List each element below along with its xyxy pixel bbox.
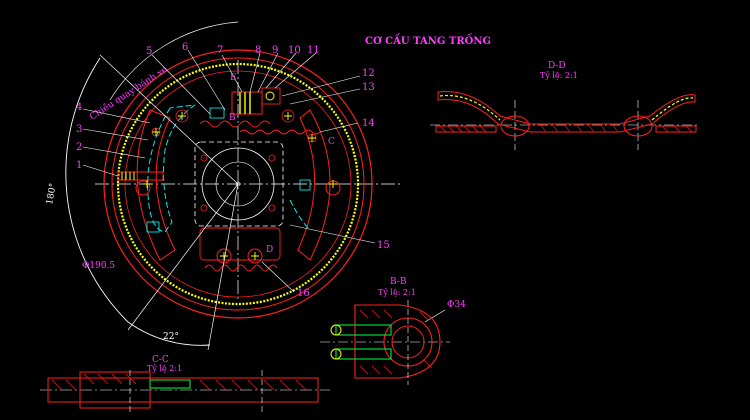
angle-dimension [65,21,239,351]
angle-22-label: 22° [163,332,179,342]
view-cc: C-C Tỷ lệ 2:1 [40,355,330,412]
part-number: 16 [297,288,310,299]
leader-lines [82,49,376,293]
part-number: 15 [377,240,390,251]
view-bb-name: B-B [390,277,407,287]
part-number: 12 [362,68,375,79]
part-number: 9 [272,45,278,56]
view-dd-scale: Tỷ lệ: 2:1 [540,71,578,80]
part-number: 14 [362,118,375,129]
main-drum-view [95,49,400,319]
drum-diameter-label: Φ190.5 [82,261,115,271]
angle-180-label: 180° [45,182,59,205]
part-number: 7 [217,45,223,56]
part-number-labels: 1 2 3 4 5 6 7 8 9 10 11 12 13 14 15 16 [76,42,390,299]
view-dd: D-D Tỷ lệ: 2:1 [430,61,700,150]
view-cc-name: C-C [152,355,169,365]
part-number: 6 [182,42,188,53]
section-letter-d: D [266,245,273,255]
part-number: 4 [76,102,82,113]
section-letters: E B C D [229,73,335,255]
part-number: 5 [146,46,152,57]
section-letter-b: B [229,113,236,123]
drum-outer-circle [103,49,373,319]
view-cc-scale: Tỷ lệ 2:1 [147,364,182,373]
view-bb-diameter: Φ34 [447,300,466,310]
part-number: 11 [307,45,320,56]
section-letter-c: C [328,137,335,147]
view-dd-name: D-D [548,61,566,71]
section-letter-e: E [230,73,237,83]
drawing-title: CƠ CẤU TANG TRỐNG [365,34,491,47]
part-number: 13 [362,82,375,93]
brake-lining-yellow [116,62,360,306]
part-number: 10 [288,45,301,56]
part-number: 3 [76,124,82,135]
part-number: 8 [255,45,261,56]
rotation-direction-label: Chiều quay bánh xe [88,64,170,123]
part-number: 1 [76,160,82,171]
view-bb-scale: Tỷ lệ: 2:1 [378,288,416,297]
part-number: 2 [76,142,82,153]
view-bb: B-B Tỷ lệ: 2:1 Φ34 [320,277,466,385]
